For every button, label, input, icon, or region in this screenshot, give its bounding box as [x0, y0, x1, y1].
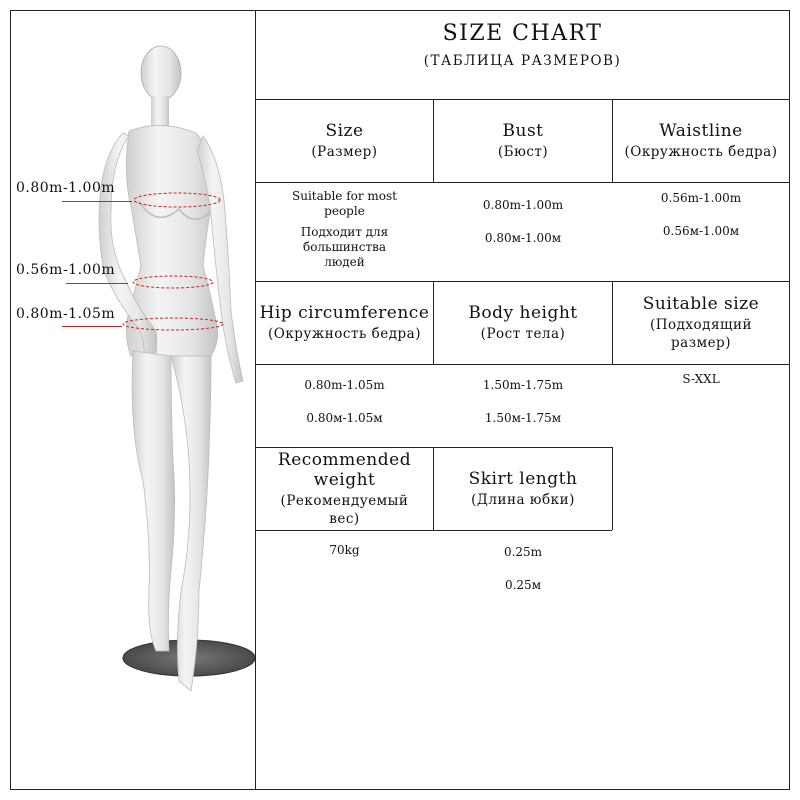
chart-title: SIZE CHART [442, 21, 603, 46]
row-line-1 [256, 99, 789, 100]
header-skirt-length: Skirt length (Длина юбки) [468, 469, 578, 508]
header-size: Size (Размер) [311, 121, 378, 160]
value-suitable-size: S-XXL [682, 372, 720, 386]
row-line-6 [256, 530, 612, 531]
value-weight: 70kg [329, 543, 360, 557]
col-line-1b [433, 281, 434, 364]
row-line-4 [256, 364, 789, 365]
value-skirt-length: 0.25m 0.25м [503, 545, 543, 592]
waist-measure-line [66, 283, 128, 284]
row-line-2 [256, 182, 789, 183]
row-line-3 [256, 281, 789, 282]
row-line-5 [256, 447, 612, 448]
value-bust: 0.80m-1.00m 0.80м-1.00м [482, 198, 564, 245]
header-weight: Recommended weight (Рекомендуемый вес) [277, 450, 412, 527]
col-line-2b [612, 281, 613, 364]
value-hip: 0.80m-1.05m 0.80м-1.05м [304, 378, 385, 425]
bust-measure-line [62, 201, 132, 202]
waist-measure-ring [132, 275, 214, 289]
hip-measure-ring [122, 317, 224, 331]
bust-measure-label: 0.80m-1.00m [16, 180, 116, 196]
header-suitable-size: Suitable size (Подходящий размер) [642, 294, 760, 351]
bust-measure-ring [133, 192, 221, 208]
chart-subtitle: (ТАБЛИЦА РАЗМЕРОВ) [423, 53, 622, 69]
mannequin-bust [138, 200, 217, 220]
col-line-1a [433, 99, 434, 182]
header-waistline: Waistline (Окружность бедра) [624, 121, 778, 160]
mannequin-right-leg [170, 355, 212, 692]
value-size: Suitable for most people Подходит для бо… [292, 189, 397, 269]
size-table: SIZE CHART (ТАБЛИЦА РАЗМЕРОВ) Size (Разм… [256, 11, 789, 789]
mannequin-panel [11, 11, 255, 789]
mannequin-right-arm [196, 135, 244, 384]
mannequin-left-leg [131, 350, 175, 652]
size-chart-frame [10, 10, 790, 790]
panel-divider [255, 10, 256, 790]
header-hip: Hip circumference (Окружность бедра) [259, 303, 430, 342]
value-waistline: 0.56m-1.00m 0.56м-1.00м [660, 191, 742, 238]
header-bust: Bust (Бюст) [497, 121, 549, 160]
col-line-1c [433, 447, 434, 530]
col-line-2c [612, 447, 613, 530]
mannequin-head [140, 45, 182, 101]
header-height: Body height (Рост тела) [468, 303, 578, 342]
mannequin-neck [151, 96, 169, 126]
hip-measure-line [62, 326, 122, 327]
waist-measure-label: 0.56m-1.00m [16, 262, 116, 278]
mannequin-illustration [98, 45, 255, 692]
value-height: 1.50m-1.75m 1.50м-1.75м [482, 378, 564, 425]
col-line-2a [612, 99, 613, 182]
hip-measure-label: 0.80m-1.05m [16, 306, 116, 322]
